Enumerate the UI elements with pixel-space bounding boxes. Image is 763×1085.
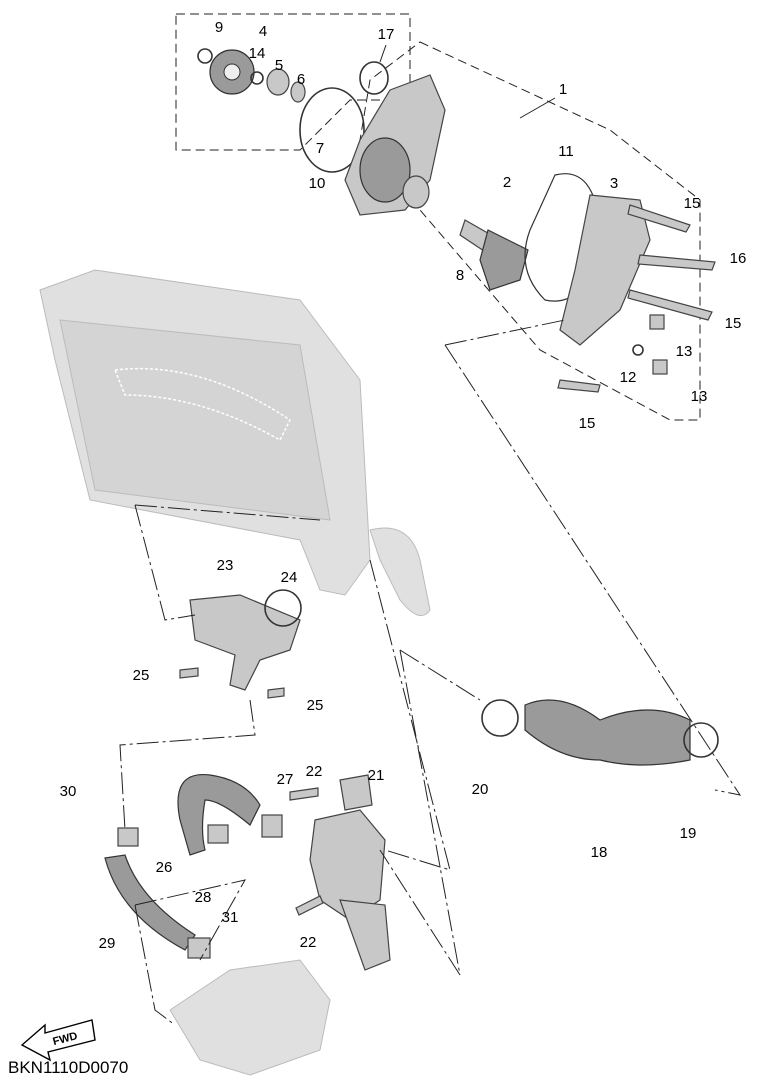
callout-11: 11 xyxy=(558,143,574,160)
callout-28: 28 xyxy=(195,889,212,906)
pump-parts xyxy=(197,48,716,393)
callout-22: 22 xyxy=(300,934,317,951)
callout-19: 19 xyxy=(680,825,697,842)
callout-8: 8 xyxy=(456,267,464,284)
callout-24: 24 xyxy=(281,569,298,586)
callout-13: 13 xyxy=(676,343,693,360)
callout-2: 2 xyxy=(503,174,511,191)
fwd-arrow: FWD xyxy=(20,1019,96,1062)
callout-23: 23 xyxy=(217,557,234,574)
callout-7: 7 xyxy=(316,140,324,157)
leader-lines xyxy=(119,44,742,1026)
pump-assembly-box xyxy=(175,13,411,151)
callout-9: 9 xyxy=(215,19,223,36)
callout-15: 15 xyxy=(684,195,701,212)
callout-21: 21 xyxy=(368,767,385,784)
callout-25: 25 xyxy=(133,667,150,684)
callout-27: 27 xyxy=(277,771,294,788)
callout-16: 16 xyxy=(730,250,747,267)
callout-29: 29 xyxy=(99,935,116,952)
callout-15: 15 xyxy=(579,415,596,432)
hoses-and-clamps xyxy=(104,589,719,971)
callout-25: 25 xyxy=(307,697,324,714)
callout-12: 12 xyxy=(620,369,637,386)
callout-4: 4 xyxy=(259,23,267,40)
callout-6: 6 xyxy=(297,71,305,88)
pump-assembly-box-2 xyxy=(359,41,701,421)
callout-1: 1 xyxy=(559,81,567,98)
callout-14: 14 xyxy=(249,45,266,62)
callout-31: 31 xyxy=(222,909,239,926)
callout-5: 5 xyxy=(275,57,283,74)
radiator xyxy=(39,269,431,617)
callout-10: 10 xyxy=(309,175,326,192)
callout-20: 20 xyxy=(472,781,489,798)
callout-13: 13 xyxy=(691,388,708,405)
callout-17: 17 xyxy=(378,26,395,43)
drawing-code: BKN1110D0070 xyxy=(8,1058,128,1077)
callout-15: 15 xyxy=(725,315,742,332)
oil-cooler xyxy=(169,959,331,1076)
callout-18: 18 xyxy=(591,844,608,861)
callout-3: 3 xyxy=(610,175,618,192)
callout-26: 26 xyxy=(156,859,173,876)
callout-22: 22 xyxy=(306,763,323,780)
callout-30: 30 xyxy=(60,783,77,800)
